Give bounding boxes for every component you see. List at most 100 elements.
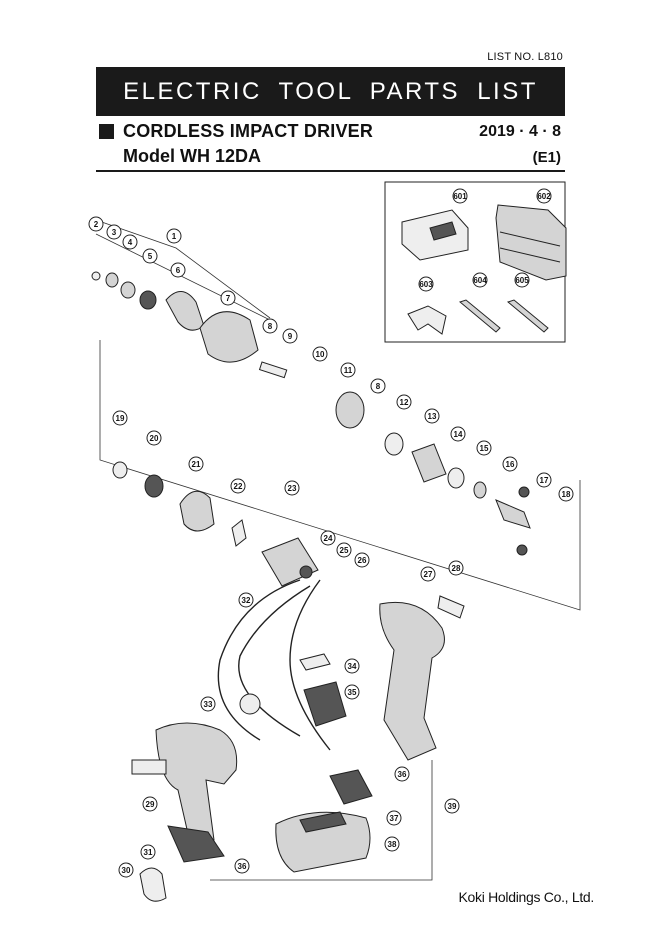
svg-text:31: 31 xyxy=(144,848,153,857)
upper-bracket-line xyxy=(95,219,271,319)
callout-16: 16 xyxy=(502,456,518,472)
company-name: Koki Holdings Co., Ltd. xyxy=(458,889,594,905)
callout-603: 603 xyxy=(418,276,434,292)
callout-1: 1 xyxy=(166,228,182,244)
callout-14: 14 xyxy=(450,426,466,442)
svg-text:18: 18 xyxy=(562,490,571,499)
upper-axis-line xyxy=(95,233,271,321)
callout-23: 23 xyxy=(284,480,300,496)
battery-drawing xyxy=(275,811,371,873)
callout-27: 27 xyxy=(420,566,436,582)
callout-22: 22 xyxy=(230,478,246,494)
svg-text:12: 12 xyxy=(400,398,409,407)
switch-drawing xyxy=(299,653,373,805)
callout-2: 2 xyxy=(88,216,104,232)
svg-text:28: 28 xyxy=(452,564,461,573)
callout-39: 39 xyxy=(444,798,460,814)
svg-text:39: 39 xyxy=(448,802,457,811)
svg-text:604: 604 xyxy=(473,276,487,285)
callout-17: 17 xyxy=(536,472,552,488)
callout-5: 5 xyxy=(142,248,158,264)
issue-date: 2019 · 4 · 8 xyxy=(479,123,561,140)
callout-36b: 36 xyxy=(234,858,250,874)
svg-text:21: 21 xyxy=(192,460,201,469)
callout-601: 601 xyxy=(452,188,468,204)
svg-text:11: 11 xyxy=(344,366,353,375)
wiring-harness xyxy=(217,579,331,751)
callout-38: 38 xyxy=(384,836,400,852)
svg-text:8: 8 xyxy=(376,382,381,391)
svg-text:13: 13 xyxy=(428,412,437,421)
callout-32: 32 xyxy=(238,592,254,608)
callout-30: 30 xyxy=(118,862,134,878)
callout-602: 602 xyxy=(536,188,552,204)
svg-text:19: 19 xyxy=(116,414,125,423)
svg-text:34: 34 xyxy=(348,662,357,671)
callout-10: 10 xyxy=(312,346,328,362)
callout-19: 19 xyxy=(112,410,128,426)
svg-text:5: 5 xyxy=(148,252,153,261)
svg-text:23: 23 xyxy=(288,484,297,493)
svg-text:36: 36 xyxy=(238,862,247,871)
callout-21: 21 xyxy=(188,456,204,472)
svg-text:25: 25 xyxy=(340,546,349,555)
banner-title: ELECTRIC TOOL PARTS LIST xyxy=(123,77,538,105)
callout-9: 9 xyxy=(282,328,298,344)
svg-text:24: 24 xyxy=(324,534,333,543)
callout-18: 18 xyxy=(558,486,574,502)
svg-text:6: 6 xyxy=(176,266,181,275)
svg-text:4: 4 xyxy=(128,238,133,247)
callout-28: 28 xyxy=(448,560,464,576)
spindle-parts xyxy=(91,271,531,556)
svg-text:15: 15 xyxy=(480,444,489,453)
svg-text:26: 26 xyxy=(358,556,367,565)
belt-hook-drawing xyxy=(139,867,167,902)
svg-text:1: 1 xyxy=(172,232,177,241)
svg-text:3: 3 xyxy=(112,228,117,237)
callout-13: 13 xyxy=(424,408,440,424)
callout-36: 36 xyxy=(394,766,410,782)
callout-8: 8 xyxy=(262,318,278,334)
callout-37: 37 xyxy=(386,810,402,826)
callout-8b: 8 xyxy=(370,378,386,394)
callout-25: 25 xyxy=(336,542,352,558)
svg-text:17: 17 xyxy=(540,476,549,485)
product-name: CORDLESS IMPACT DRIVER xyxy=(123,121,374,141)
callout-605: 605 xyxy=(514,272,530,288)
svg-text:603: 603 xyxy=(419,280,433,289)
title-banner: ELECTRIC TOOL PARTS LIST xyxy=(96,67,565,116)
svg-text:36: 36 xyxy=(398,770,407,779)
bit-drawing-605 xyxy=(506,299,549,333)
lower-bracket-line xyxy=(210,760,433,881)
svg-text:2: 2 xyxy=(94,220,99,229)
svg-text:10: 10 xyxy=(316,350,325,359)
callout-24: 24 xyxy=(320,530,336,546)
svg-text:33: 33 xyxy=(204,700,213,709)
callout-4: 4 xyxy=(122,234,138,250)
callout-12: 12 xyxy=(396,394,412,410)
case-insert-drawing xyxy=(407,305,447,335)
svg-text:14: 14 xyxy=(454,430,463,439)
svg-text:32: 32 xyxy=(242,596,251,605)
bit-drawing-604 xyxy=(458,299,501,333)
svg-text:38: 38 xyxy=(388,840,397,849)
callout-3: 3 xyxy=(106,224,122,240)
callout-20: 20 xyxy=(146,430,162,446)
svg-text:37: 37 xyxy=(390,814,399,823)
callout-26: 26 xyxy=(354,552,370,568)
motor-drawing xyxy=(261,537,319,587)
svg-text:27: 27 xyxy=(424,570,433,579)
svg-text:16: 16 xyxy=(506,460,515,469)
callout-35: 35 xyxy=(344,684,360,700)
svg-text:7: 7 xyxy=(226,294,231,303)
callout-6: 6 xyxy=(170,262,186,278)
svg-text:22: 22 xyxy=(234,482,243,491)
callout-33: 33 xyxy=(200,696,216,712)
callout-7: 7 xyxy=(220,290,236,306)
header-rule xyxy=(96,170,565,172)
svg-text:35: 35 xyxy=(348,688,357,697)
carrying-case-drawing xyxy=(495,204,567,281)
battery-charger-drawing xyxy=(401,209,469,261)
svg-text:9: 9 xyxy=(288,332,293,341)
